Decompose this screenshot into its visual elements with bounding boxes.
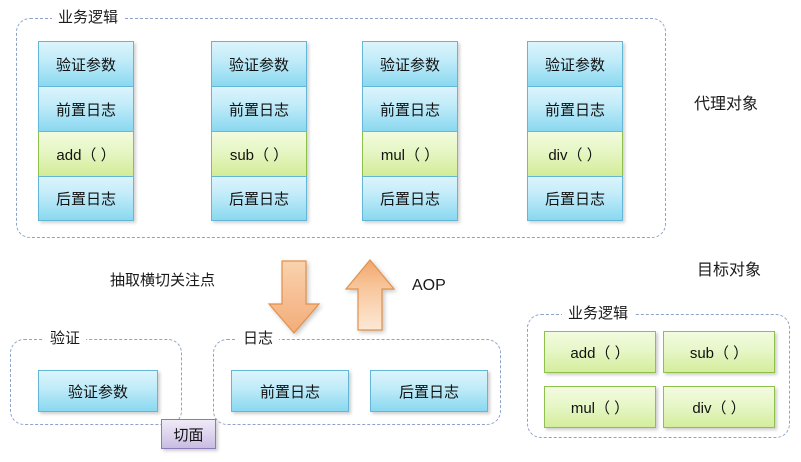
proxy-cell-before-log: 前置日志 [211,86,307,131]
proxy-cell-before-log: 前置日志 [362,86,458,131]
logging-aspect-group [213,339,501,425]
proxy-cell-validate: 验证参数 [211,41,307,86]
target-method-sub: sub（ ） [663,331,775,373]
validate-params-box: 验证参数 [38,370,158,412]
proxy-column-div: 验证参数 前置日志 div（ ） 后置日志 [527,41,623,221]
validation-aspect-group [10,339,182,425]
aspect-tag-box: 切面 [161,419,216,449]
proxy-cell-before-log: 前置日志 [527,86,623,131]
proxy-cell-after-log: 后置日志 [38,176,134,221]
proxy-cell-method: add（ ） [38,131,134,176]
proxy-cell-after-log: 后置日志 [527,176,623,221]
target-method-div: div（ ） [663,386,775,428]
extract-crosscutting-label: 抽取横切关注点 [110,272,216,289]
down-arrow-icon [267,260,321,334]
target-object-group [527,314,790,438]
proxy-cell-method: div（ ） [527,131,623,176]
proxy-cell-before-log: 前置日志 [38,86,134,131]
before-log-box: 前置日志 [231,370,349,412]
proxy-cell-validate: 验证参数 [38,41,134,86]
target-method-mul: mul（ ） [544,386,656,428]
proxy-object-caption: 代理对象 [694,96,759,113]
target-method-add: add（ ） [544,331,656,373]
validation-group-label: 验证 [44,330,87,348]
proxy-object-group [16,18,666,238]
proxy-group-label: 业务逻辑 [52,9,125,27]
aop-label: AOP [412,277,446,294]
proxy-cell-after-log: 后置日志 [211,176,307,221]
proxy-column-mul: 验证参数 前置日志 mul（ ） 后置日志 [362,41,458,221]
up-arrow-icon [344,259,396,331]
proxy-cell-method: sub（ ） [211,131,307,176]
after-log-box: 后置日志 [370,370,488,412]
proxy-column-sub: 验证参数 前置日志 sub（ ） 后置日志 [211,41,307,221]
proxy-column-add: 验证参数 前置日志 add（ ） 后置日志 [38,41,134,221]
proxy-cell-method: mul（ ） [362,131,458,176]
proxy-cell-after-log: 后置日志 [362,176,458,221]
target-object-caption: 目标对象 [697,262,762,279]
proxy-cell-validate: 验证参数 [527,41,623,86]
logging-group-label: 日志 [237,330,280,348]
proxy-cell-validate: 验证参数 [362,41,458,86]
target-group-label: 业务逻辑 [562,305,635,323]
